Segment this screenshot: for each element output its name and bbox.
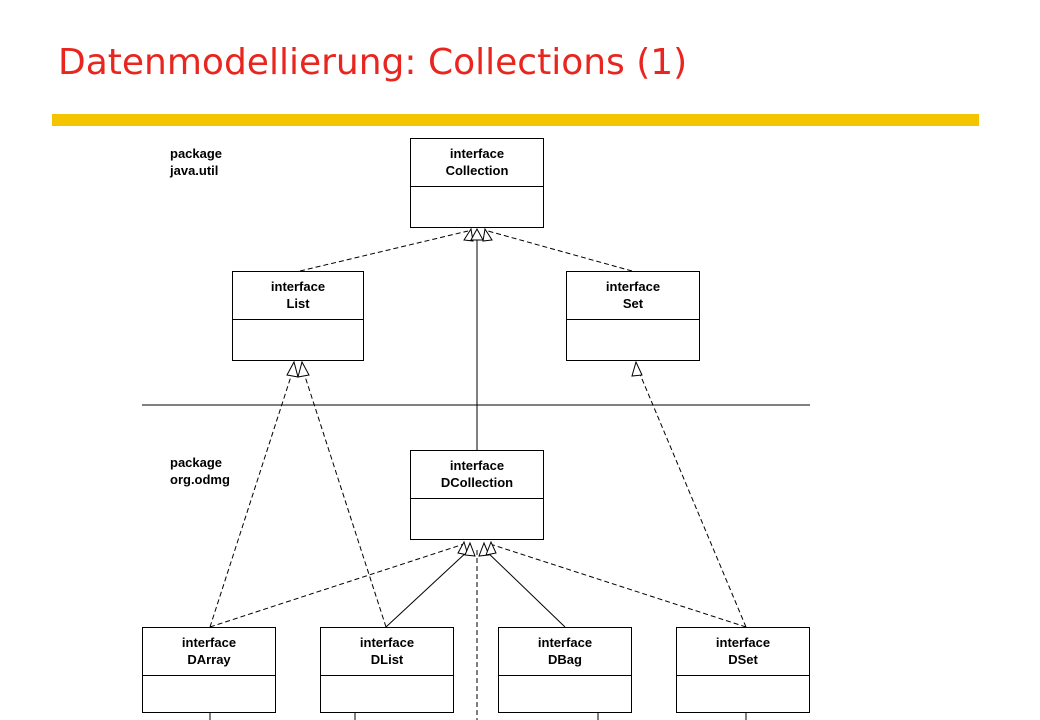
package-keyword: package — [170, 455, 223, 470]
arrowhead-list-left — [286, 360, 299, 378]
arrowhead-dcollection-1 — [457, 540, 469, 556]
edge-dbag-dcollection — [483, 548, 566, 628]
class-box-list: interface List — [232, 271, 364, 361]
arrowhead-dcollection-2 — [464, 541, 476, 557]
title-underline-bar — [52, 114, 979, 126]
class-name: Collection — [445, 163, 509, 178]
edge-dset-dcollection — [489, 543, 747, 628]
arrowhead-collection-center — [470, 227, 484, 241]
class-stereotype: interface — [270, 279, 326, 294]
arrowheads — [286, 227, 643, 557]
class-header: interface Collection — [411, 139, 543, 187]
edge-dset-set — [636, 366, 747, 628]
class-header: interface List — [233, 272, 363, 320]
edge-dlist-dcollection — [385, 548, 471, 628]
edge-dlist-list — [301, 366, 387, 628]
class-box-dbag: interface DBag — [498, 627, 632, 713]
edge-darray-dcollection — [209, 543, 465, 628]
class-name: DBag — [548, 652, 582, 667]
package-name: java.util — [170, 163, 219, 178]
class-box-dcollection: interface DCollection — [410, 450, 544, 540]
arrowhead-collection-right — [482, 227, 493, 242]
solid-edges — [209, 238, 747, 720]
package-name: org.odmg — [170, 472, 230, 487]
class-stereotype: interface — [537, 635, 593, 650]
dashed-edges — [209, 230, 747, 720]
class-box-set: interface Set — [566, 271, 700, 361]
arrowhead-set — [631, 360, 643, 377]
class-box-darray: interface DArray — [142, 627, 276, 713]
class-name: Set — [622, 296, 644, 311]
arrowhead-list-right — [297, 360, 310, 378]
class-stereotype: interface — [715, 635, 771, 650]
package-label-org-odmg: package org.odmg — [170, 454, 230, 488]
edge-set-collection — [487, 230, 633, 272]
class-box-collection: interface Collection — [410, 138, 544, 228]
class-stereotype: interface — [449, 458, 505, 473]
class-header: interface DBag — [499, 628, 631, 676]
class-name: List — [286, 296, 310, 311]
class-name: DCollection — [440, 475, 514, 490]
edge-darray-list — [209, 366, 295, 628]
arrowhead-collection-left — [463, 227, 474, 242]
class-name: DList — [370, 652, 404, 667]
slide-title: Datenmodellierung: Collections (1) — [58, 42, 688, 83]
package-keyword: package — [170, 146, 223, 161]
class-stereotype: interface — [181, 635, 237, 650]
package-label-java-util: package java.util — [170, 145, 222, 179]
class-box-dlist: interface DList — [320, 627, 454, 713]
class-name: DSet — [728, 652, 758, 667]
class-header: interface Set — [567, 272, 699, 320]
class-box-dset: interface DSet — [676, 627, 810, 713]
arrowhead-dcollection-4 — [485, 540, 497, 556]
class-header: interface DList — [321, 628, 453, 676]
class-header: interface DSet — [677, 628, 809, 676]
edge-list-collection — [299, 230, 469, 272]
class-stereotype: interface — [449, 146, 505, 161]
class-name: DArray — [187, 652, 231, 667]
class-header: interface DCollection — [411, 451, 543, 499]
class-header: interface DArray — [143, 628, 275, 676]
class-stereotype: interface — [359, 635, 415, 650]
class-stereotype: interface — [605, 279, 661, 294]
